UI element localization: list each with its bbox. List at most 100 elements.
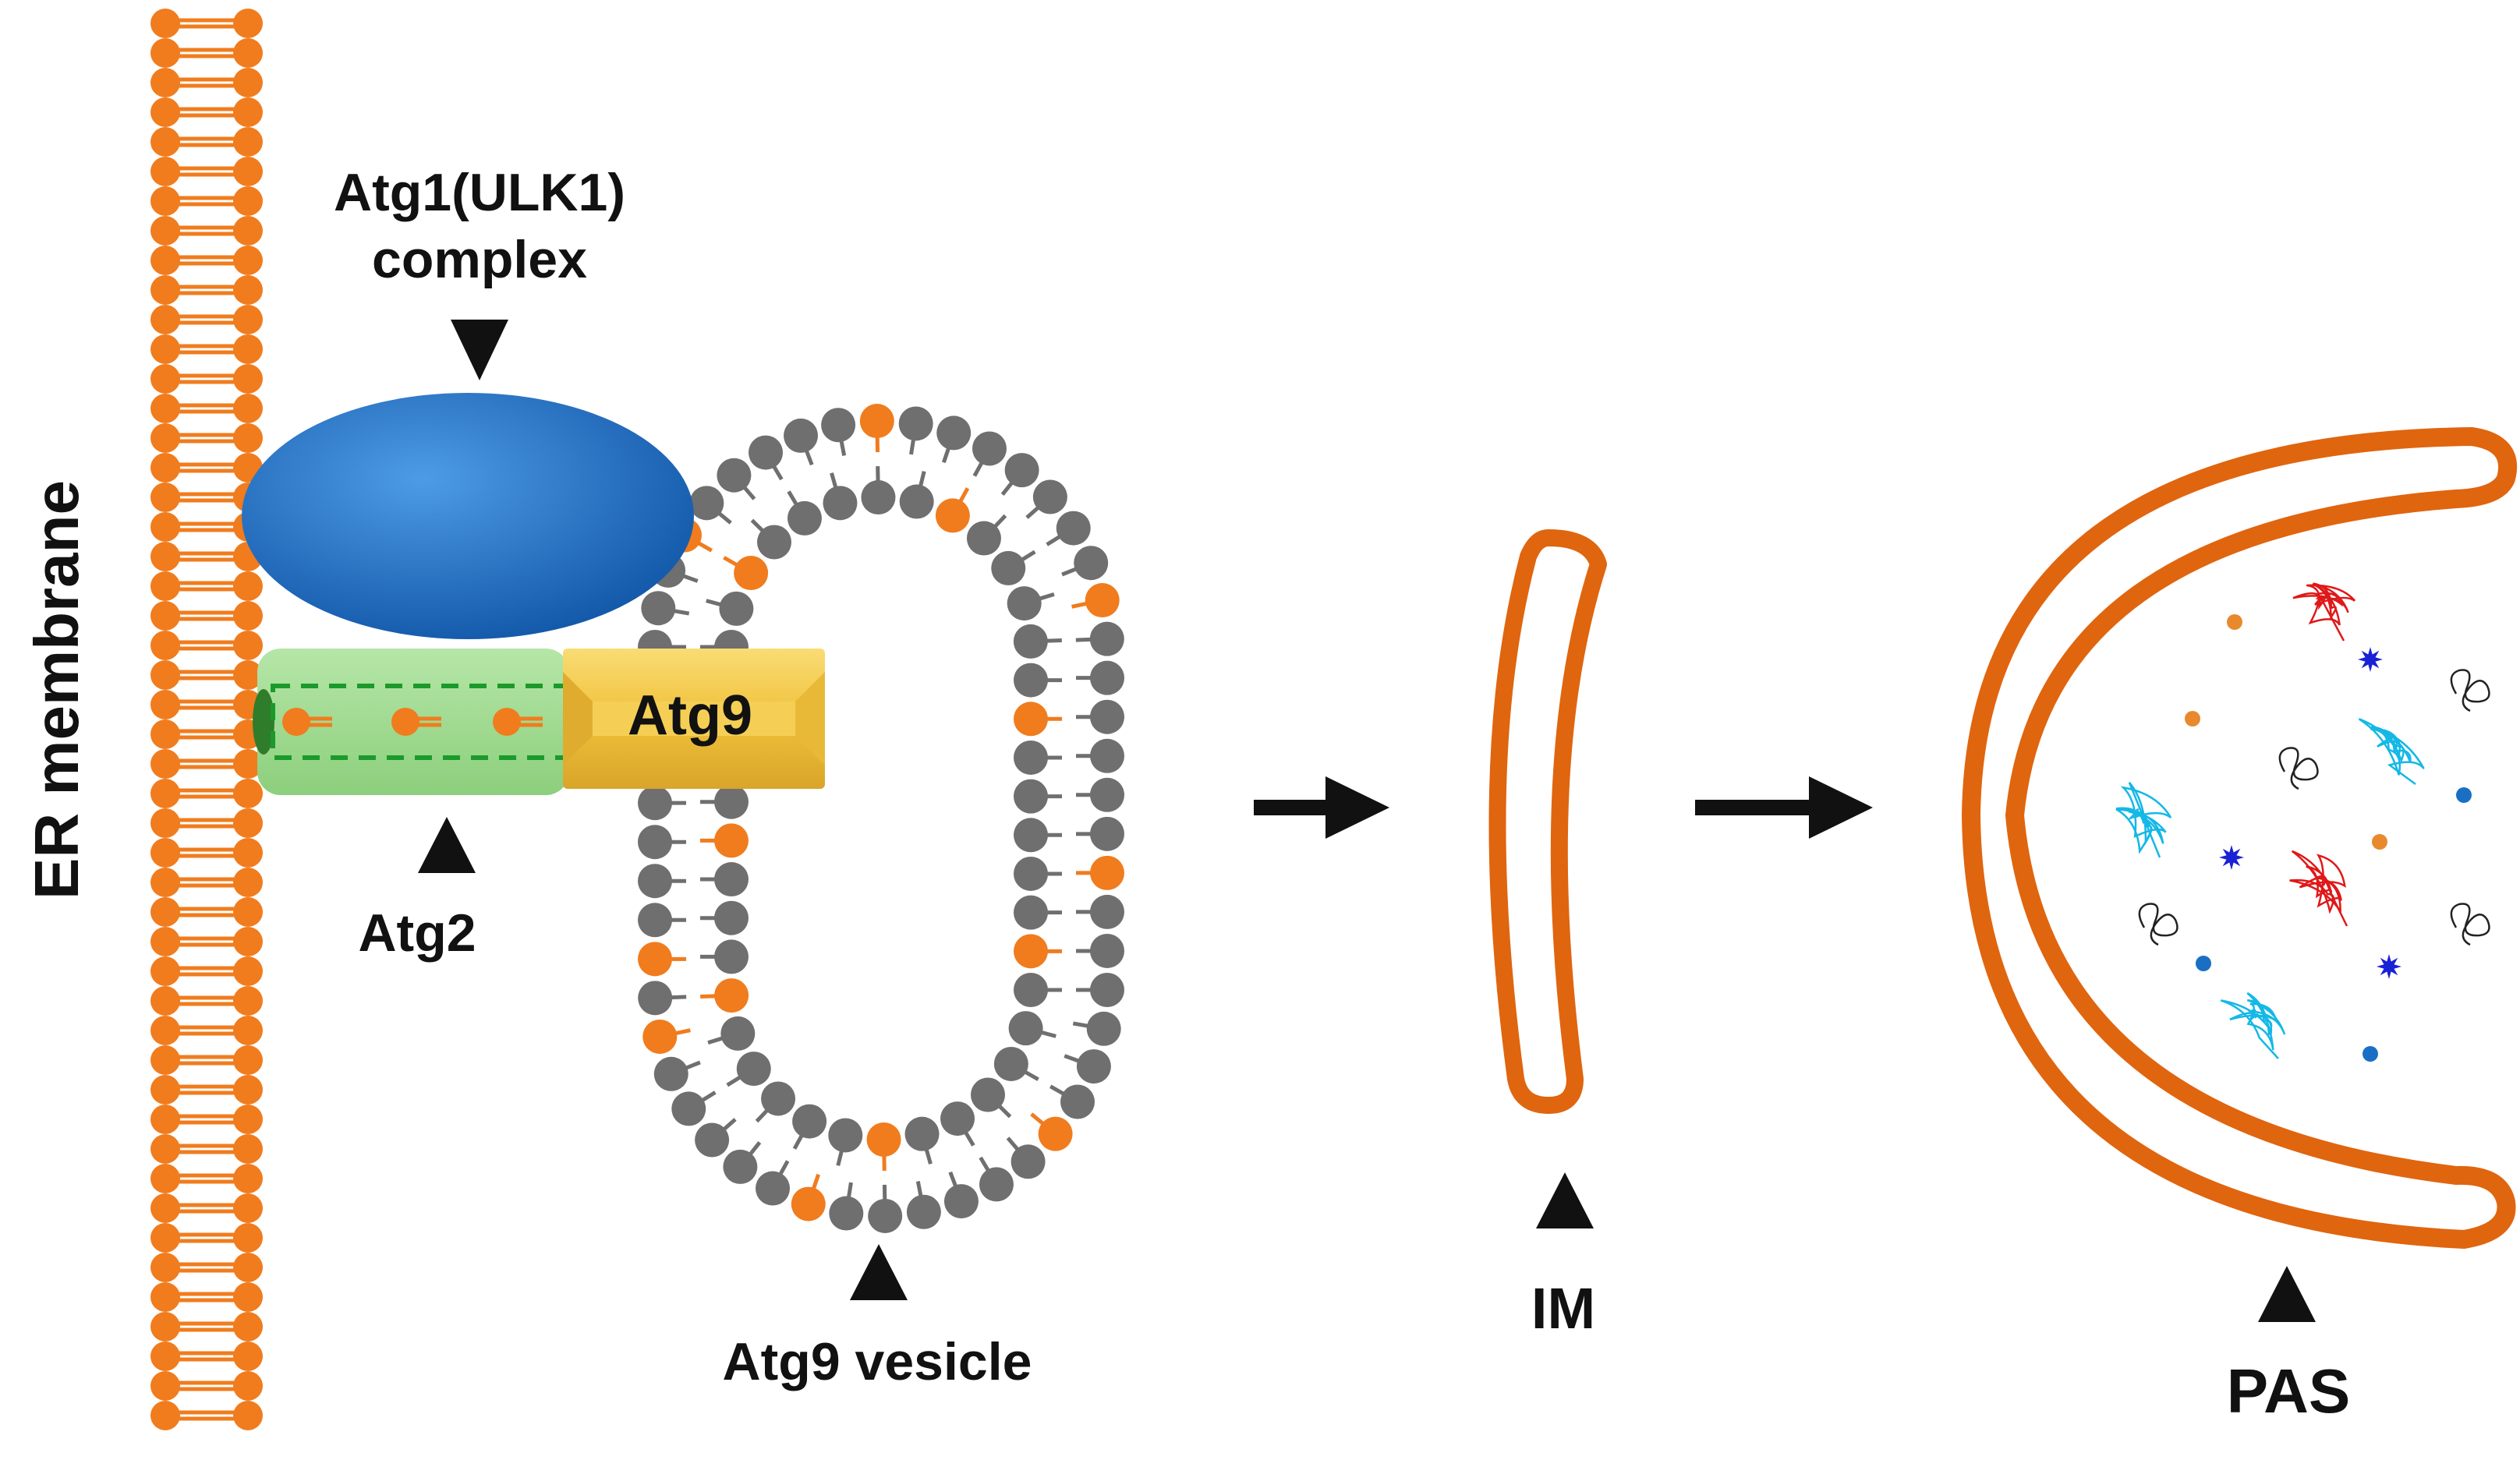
lipid-head xyxy=(233,1401,263,1430)
lipid-head xyxy=(787,500,822,536)
atg9-vesicle-label: Atg9 vesicle xyxy=(723,1332,1032,1391)
lipid-head xyxy=(689,486,724,521)
lipid-head xyxy=(1008,1011,1043,1046)
cargo-loop xyxy=(2138,903,2178,946)
lipid-head xyxy=(906,1194,941,1229)
atg2-label: Atg2 xyxy=(358,903,476,963)
lipid-head xyxy=(233,838,263,868)
lipid-head xyxy=(1014,740,1048,775)
lipid-head xyxy=(991,550,1026,585)
up-triangle-icon xyxy=(2258,1266,2316,1322)
cargo-particle xyxy=(2456,787,2472,803)
atg2-tube xyxy=(253,649,572,795)
cargo-particle xyxy=(2227,614,2242,630)
lipid-head xyxy=(150,1105,180,1134)
lipid-head xyxy=(150,927,180,956)
lipid-head xyxy=(638,864,672,899)
lipid-head xyxy=(150,631,180,660)
lipid-head xyxy=(233,927,263,956)
lipid-head xyxy=(150,1045,180,1075)
lipid-head xyxy=(233,1134,263,1164)
lipid-head xyxy=(904,1116,940,1151)
im-label: IM xyxy=(1531,1276,1595,1341)
lipid-head xyxy=(638,942,672,977)
lipid-head xyxy=(1090,855,1124,890)
up-triangle-icon xyxy=(1536,1172,1594,1228)
lipid-head xyxy=(233,660,263,690)
lipid-head xyxy=(1014,973,1048,1007)
lipid-head xyxy=(233,38,263,68)
lipid-head xyxy=(1060,1084,1095,1119)
lipid-head xyxy=(1014,663,1048,698)
lipid-head xyxy=(638,786,672,821)
lipid-head xyxy=(859,404,894,439)
atg1-label-line1: Atg1(ULK1) xyxy=(334,163,625,222)
lipid-head xyxy=(150,690,180,719)
lipid-head xyxy=(979,1167,1014,1202)
lipid-head xyxy=(723,1149,758,1184)
lipid-head xyxy=(150,1134,180,1164)
lipid-head xyxy=(821,408,856,443)
lipid-head xyxy=(150,1223,180,1253)
lipid-head xyxy=(1090,933,1124,968)
lipid-head xyxy=(150,1193,180,1223)
cargo-particle xyxy=(2362,1046,2378,1062)
lipid-head xyxy=(150,9,180,38)
lipid-head xyxy=(150,601,180,631)
lipid-head xyxy=(150,542,180,571)
lipid-head xyxy=(150,216,180,246)
lipid-head xyxy=(233,68,263,97)
lipid-head xyxy=(638,981,673,1016)
lipid-head xyxy=(150,571,180,601)
lipid-head xyxy=(150,246,180,275)
cargo-loop xyxy=(2450,903,2490,946)
lipid-head xyxy=(1056,511,1091,546)
lipid-head xyxy=(233,986,263,1016)
cargo-particle xyxy=(2185,711,2200,726)
lipid-head xyxy=(1014,934,1048,969)
lipid-head xyxy=(150,749,180,779)
lipid-head xyxy=(150,956,180,986)
lipid-head xyxy=(943,1184,979,1219)
lipid-head xyxy=(1038,1116,1073,1151)
lipid-head xyxy=(233,601,263,631)
atg2-transported-lipids xyxy=(282,708,543,736)
cargo-star xyxy=(2377,954,2401,979)
lipid-head xyxy=(233,423,263,453)
lipid-head xyxy=(391,708,419,736)
lipid-head xyxy=(233,1282,263,1312)
lipid-head xyxy=(1090,973,1124,1007)
cargo-protein xyxy=(2358,718,2425,786)
lipid-head xyxy=(233,1371,263,1401)
lipid-head xyxy=(150,512,180,542)
lipid-head xyxy=(233,749,263,779)
up-triangle-icon xyxy=(850,1244,908,1300)
lipid-head xyxy=(791,1186,826,1221)
lipid-head xyxy=(233,779,263,808)
lipid-head xyxy=(714,978,749,1013)
lipid-head xyxy=(1090,816,1124,851)
lipid-head xyxy=(642,1019,678,1054)
lipid-head xyxy=(1090,660,1124,695)
lipid-head xyxy=(150,986,180,1016)
cargo-star xyxy=(2358,647,2383,672)
atg1-complex-ellipse xyxy=(242,393,694,639)
lipid-head xyxy=(233,97,263,127)
lipid-head xyxy=(150,1282,180,1312)
lipid-head xyxy=(233,808,263,838)
atg9-block: Atg9 xyxy=(563,649,825,789)
pas-label: PAS xyxy=(2227,1356,2351,1426)
lipid-head xyxy=(233,1193,263,1223)
lipid-head xyxy=(1013,624,1048,659)
lipid-head xyxy=(233,334,263,364)
cargo-protein xyxy=(2220,992,2286,1059)
lipid-head xyxy=(714,900,749,935)
lipid-head xyxy=(150,38,180,68)
lipid-head xyxy=(736,1052,771,1087)
lipid-head xyxy=(233,956,263,986)
lipid-head xyxy=(935,498,970,533)
lipid-head xyxy=(749,435,784,470)
lipid-head xyxy=(233,127,263,157)
lipid-head xyxy=(734,556,769,591)
